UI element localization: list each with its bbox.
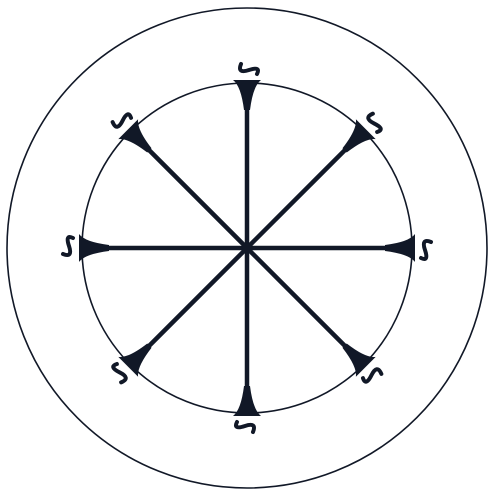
scroll-s-flourish-icon bbox=[342, 114, 380, 153]
hook-c-flourish-icon bbox=[385, 234, 431, 262]
trumpet-bell-icon bbox=[233, 386, 261, 432]
crossed-circle-flourish-icon bbox=[113, 343, 151, 382]
scroll-s-flourish-icon bbox=[342, 343, 381, 381]
emblem-hub bbox=[242, 243, 252, 253]
scroll-s-flourish-icon bbox=[233, 64, 261, 110]
rake-flourish-icon bbox=[63, 234, 109, 262]
scroll-s-flourish-icon bbox=[113, 114, 152, 152]
